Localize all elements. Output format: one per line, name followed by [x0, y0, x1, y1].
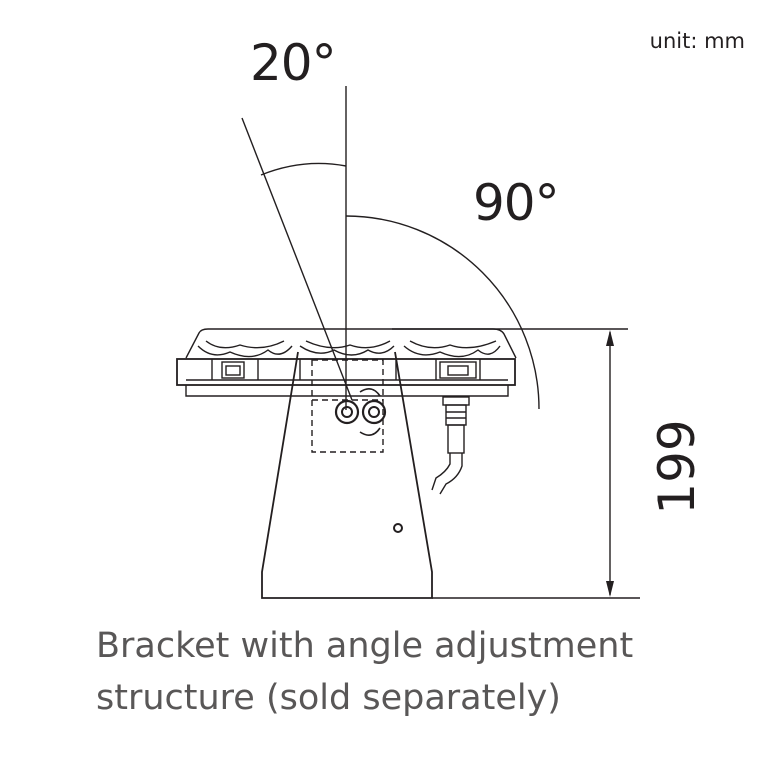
mounting-hole [393, 523, 403, 533]
bracket-stand [261, 351, 433, 599]
rotation-angle-arc [345, 215, 540, 410]
tilt-angle-arc [260, 162, 347, 176]
light-head-top [185, 328, 517, 359]
led-module-left [197, 340, 293, 379]
tilt-angle-label: 20° [250, 34, 337, 92]
caption-line-1: Bracket with angle adjustment [96, 626, 634, 666]
cable-gland [431, 396, 470, 495]
caption-line-2: structure (sold separately) [96, 678, 561, 718]
adjustment-knob-left [334, 399, 360, 425]
hinge-housing-dashed [311, 359, 384, 453]
adjustment-knob-right [361, 399, 387, 425]
tilt-reference-line [241, 117, 353, 401]
rotation-angle-label: 90° [473, 174, 560, 232]
led-module-right [403, 340, 501, 379]
light-head-bottom [185, 385, 509, 397]
height-dimension-label: 199 [648, 419, 706, 515]
light-head-body [176, 358, 516, 386]
caption: Bracket with angle adjustment structure … [96, 620, 736, 724]
unit-label: unit: mm [649, 29, 745, 53]
led-module-center [299, 340, 395, 356]
